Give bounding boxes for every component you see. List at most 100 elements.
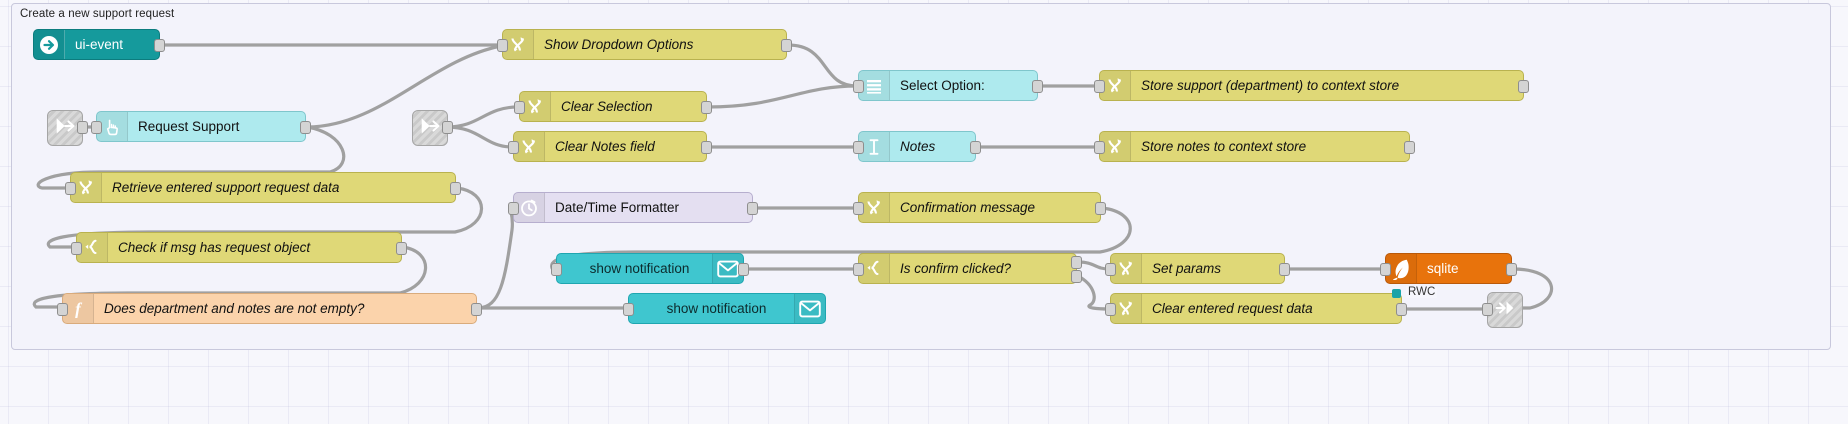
node-input-port[interactable] — [514, 101, 525, 114]
flow-node-select-option[interactable]: Select Option: — [853, 70, 1043, 101]
flow-node-label: Request Support — [138, 119, 240, 134]
node-output-port[interactable] — [1071, 270, 1082, 283]
change-icon — [71, 173, 102, 202]
node-input-port[interactable] — [1380, 263, 1391, 276]
node-output-port[interactable] — [701, 101, 712, 114]
node-output-port[interactable] — [701, 141, 712, 154]
node-input-port[interactable] — [497, 39, 508, 52]
flow-node-notes[interactable]: Notes — [853, 131, 981, 162]
flow-node-ui-event[interactable]: ui-event — [33, 29, 165, 60]
node-input-port[interactable] — [1482, 303, 1493, 316]
envelope-icon — [712, 254, 743, 283]
flow-node-check-msg[interactable]: Check if msg has request object — [71, 232, 407, 263]
flow-node-show-notif-1[interactable]: show notification — [551, 253, 749, 284]
node-input-port[interactable] — [1094, 141, 1105, 154]
node-output-port[interactable] — [781, 39, 792, 52]
arrow-right-circle-icon — [34, 30, 65, 59]
node-output-port[interactable] — [77, 121, 88, 134]
node-input-port[interactable] — [57, 303, 68, 316]
flow-node-datetime[interactable]: Date/Time Formatter — [508, 192, 758, 223]
feather-icon — [1386, 254, 1417, 283]
node-output-port[interactable] — [738, 263, 749, 276]
node-input-port[interactable] — [65, 182, 76, 195]
change-icon — [1111, 294, 1142, 323]
flow-node-request-support[interactable]: Request Support — [91, 111, 311, 142]
flow-node-label: Store support (department) to context st… — [1141, 78, 1400, 93]
flow-node-store-notes[interactable]: Store notes to context store — [1094, 131, 1415, 162]
flow-group-label: Create a new support request — [20, 8, 175, 20]
link-in-icon — [54, 116, 76, 141]
node-input-port[interactable] — [1105, 263, 1116, 276]
node-output-port[interactable] — [1032, 80, 1043, 93]
text-input-icon — [859, 132, 890, 161]
flow-node-link-out-end[interactable] — [1482, 292, 1523, 328]
flow-node-clear-notes[interactable]: Clear Notes field — [508, 131, 712, 162]
node-input-port[interactable] — [853, 263, 864, 276]
node-output-port[interactable] — [471, 303, 482, 316]
node-output-port[interactable] — [396, 242, 407, 255]
node-input-port[interactable] — [853, 80, 864, 93]
flow-node-label: Retrieve entered support request data — [112, 180, 340, 195]
node-output-port[interactable] — [1071, 256, 1082, 269]
flow-node-label: Select Option: — [900, 78, 985, 93]
switch-icon — [77, 233, 108, 262]
node-input-port[interactable] — [623, 303, 634, 316]
flow-node-label: Date/Time Formatter — [555, 200, 680, 215]
node-output-port[interactable] — [154, 39, 165, 52]
envelope-icon — [794, 294, 825, 323]
node-input-port[interactable] — [508, 141, 519, 154]
flow-node-retrieve-data[interactable]: Retrieve entered support request data — [65, 172, 461, 203]
dropdown-list-icon — [859, 71, 890, 100]
flow-node-label: Set params — [1152, 261, 1222, 276]
flow-node-clear-request[interactable]: Clear entered request data — [1105, 293, 1407, 324]
node-output-port[interactable] — [1518, 80, 1529, 93]
flow-node-label: show notification — [666, 301, 767, 316]
flow-node-is-confirm[interactable]: Is confirm clicked? — [853, 253, 1082, 284]
flow-node-link-in-request[interactable] — [47, 110, 88, 146]
flow-node-store-support[interactable]: Store support (department) to context st… — [1094, 70, 1529, 101]
node-output-port[interactable] — [1404, 141, 1415, 154]
node-input-port[interactable] — [551, 263, 562, 276]
node-input-port[interactable] — [853, 202, 864, 215]
flow-node-label: sqlite — [1427, 261, 1459, 276]
flow-node-dept-notes-fn[interactable]: f Does department and notes are not empty… — [57, 293, 482, 324]
flow-node-sqlite[interactable]: sqlite — [1380, 253, 1517, 284]
flow-node-show-notif-2[interactable]: show notification — [623, 293, 826, 324]
flow-node-label: ui-event — [75, 37, 124, 52]
clock-icon — [514, 193, 545, 222]
flow-node-link-in-clear[interactable] — [412, 110, 453, 146]
flow-node-label: Is confirm clicked? — [900, 261, 1012, 276]
node-status-dot — [1392, 289, 1401, 298]
change-icon — [1100, 132, 1131, 161]
node-output-port[interactable] — [1095, 202, 1106, 215]
node-output-port[interactable] — [1396, 303, 1407, 316]
node-output-port[interactable] — [442, 121, 453, 134]
button-click-icon — [97, 112, 128, 141]
flow-node-label: Clear Notes field — [555, 139, 655, 154]
node-output-port[interactable] — [970, 141, 981, 154]
node-input-port[interactable] — [853, 141, 864, 154]
node-input-port[interactable] — [1105, 303, 1116, 316]
flow-node-show-dropdown[interactable]: Show Dropdown Options — [497, 29, 792, 60]
flow-node-label: Does department and notes are not empty? — [104, 301, 365, 316]
svg-text:f: f — [75, 299, 83, 318]
node-output-port[interactable] — [1506, 263, 1517, 276]
node-status-label: RWC — [1406, 286, 1438, 298]
flow-node-label: Notes — [900, 139, 936, 154]
node-output-port[interactable] — [300, 121, 311, 134]
function-icon: f — [63, 294, 94, 323]
flow-node-clear-selection[interactable]: Clear Selection — [514, 91, 712, 122]
flow-node-set-params[interactable]: Set params — [1105, 253, 1290, 284]
change-icon — [1111, 254, 1142, 283]
node-input-port[interactable] — [71, 242, 82, 255]
node-input-port[interactable] — [1094, 80, 1105, 93]
node-output-port[interactable] — [450, 182, 461, 195]
node-output-port[interactable] — [1279, 263, 1290, 276]
node-input-port[interactable] — [508, 202, 519, 215]
flow-node-confirmation[interactable]: Confirmation message — [853, 192, 1106, 223]
flow-node-label: Clear entered request data — [1152, 301, 1313, 316]
node-output-port[interactable] — [747, 202, 758, 215]
change-icon — [520, 92, 551, 121]
node-input-port[interactable] — [91, 121, 102, 134]
